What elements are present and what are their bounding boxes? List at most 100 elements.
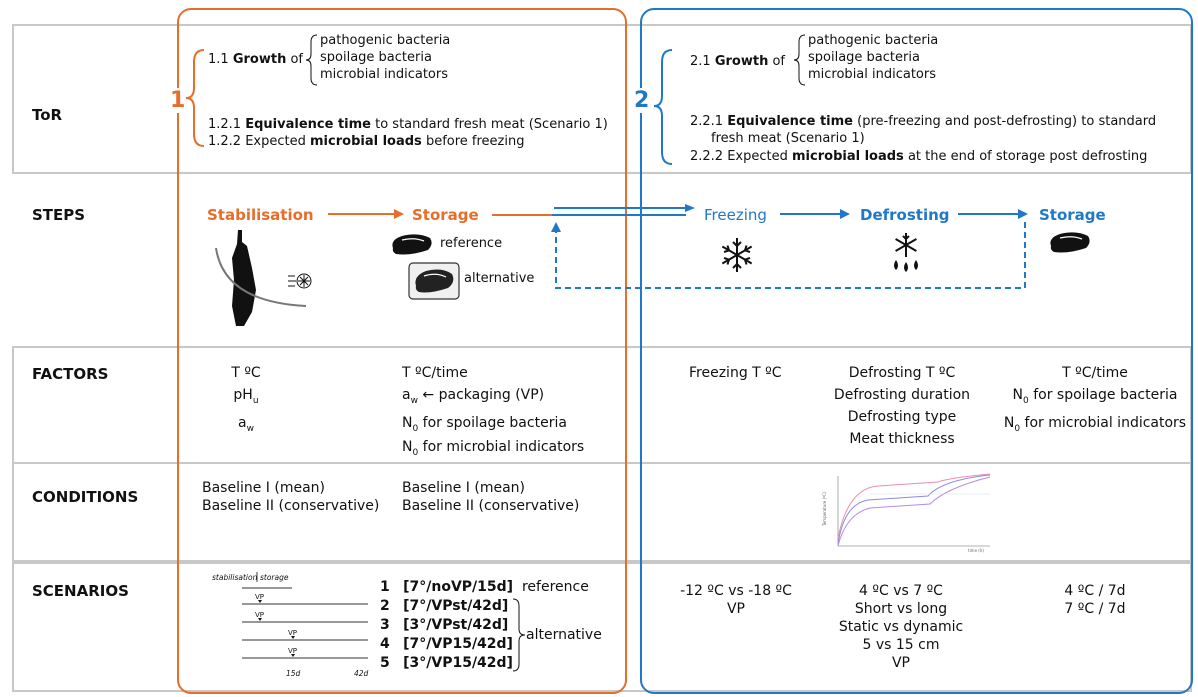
- arrow-freezing-defrosting: [780, 209, 850, 219]
- row-tor-box: [12, 24, 1192, 174]
- p2-equivalence-line-2: fresh meat (Scenario 1): [711, 131, 865, 146]
- panel-1-brace: [186, 49, 205, 147]
- timeline-stabilisation-label: stabilisation: [212, 573, 258, 582]
- scenario-list: 1 [7°/noVP/15d] reference 2 [7°/VPst/42d…: [380, 578, 589, 673]
- meat-reference-icon: [392, 234, 432, 255]
- timeline-tick-15d: 15d: [286, 669, 301, 678]
- chart-ylabel: Temperature (ºC): [822, 491, 827, 527]
- scenario-2: 2 [7°/VPst/42d]: [380, 598, 509, 614]
- step-stabilisation: Stabilisation: [207, 206, 314, 224]
- p2-scenarios-freezing: -12 ºC vs -18 ºC VP: [666, 582, 806, 618]
- scenario-3: 3 [3°/VPst/42d]: [380, 617, 509, 633]
- scenario-1: 1 [7°/noVP/15d] reference: [380, 579, 589, 595]
- factor-n0-indicators: N0 for microbial indicators: [402, 438, 585, 458]
- arrow-defrosting-storage: [958, 209, 1028, 219]
- p2-growth-line: 2.1 Growth of: [690, 54, 785, 69]
- panel-2-frame: [640, 8, 1193, 694]
- scenario-defrost-duration: Short vs long: [854, 601, 948, 617]
- defrost-icon: [894, 233, 918, 272]
- p2-factors-defrosting: Defrosting T ºC Defrosting duration Defr…: [828, 364, 976, 448]
- p1-loads-line: 1.2.2 Expected microbial loads before fr…: [208, 134, 525, 149]
- row-label-scenarios: SCENARIOS: [32, 582, 129, 600]
- p2-growth-item-3: microbial indicators: [808, 67, 937, 82]
- factor-aw-packaging: aw ← packaging (VP): [402, 387, 545, 406]
- factor-defrost-type: Defrosting type: [847, 409, 957, 425]
- scenario-timeline-diagram: stabilisation storage VP VP VP VP 15d 42…: [212, 572, 369, 678]
- p1-growth-item-1: pathogenic bacteria: [320, 33, 451, 48]
- condition-baseline-1: Baseline I (mean): [202, 480, 326, 496]
- row-conditions-box: [12, 462, 1192, 562]
- factor-storage-n0-spoilage: N0 for spoilage bacteria: [1012, 387, 1178, 406]
- row-label-steps: STEPS: [32, 206, 86, 224]
- step-storage-1: Storage: [412, 206, 479, 224]
- timeline-vp-5: VP: [288, 647, 297, 655]
- factor-temp-time: T ºC/time: [402, 365, 468, 381]
- arrow-stabilisation-storage: [328, 209, 404, 219]
- alternative-brace: [512, 598, 526, 672]
- timeline-vp-4: VP: [288, 629, 297, 637]
- label-reference: reference: [440, 236, 503, 251]
- scenario-defrost-type: Static vs dynamic: [838, 619, 964, 635]
- p2-scenarios-storage: 4 ºC / 7d 7 ºC / 7d: [1020, 582, 1170, 618]
- factor-defrost-temp: Defrosting T ºC: [848, 365, 956, 381]
- row-factors-box: [12, 346, 1192, 464]
- factor-meat-thickness: Meat thickness: [849, 431, 955, 447]
- p2-equivalence-line: 2.2.1 Equivalence time (pre-freezing and…: [690, 114, 1157, 129]
- factor-storage-temp-time: T ºC/time: [1062, 365, 1128, 381]
- chilling-fan-icon: [288, 273, 312, 289]
- scenario-alternative-label: alternative: [526, 627, 602, 643]
- factor-ph: pHu: [233, 387, 259, 406]
- scenario-5: 5 [3°/VP15/42d]: [380, 655, 513, 671]
- chart-xlabel: time (h): [968, 548, 984, 553]
- p2-scenarios-defrosting: 4 ºC vs 7 ºC Short vs long Static vs dyn…: [826, 582, 976, 672]
- condition-baseline-2b: Baseline II (conservative): [402, 498, 580, 514]
- scenario-storage-7c: 7 ºC / 7d: [1064, 601, 1126, 617]
- step-storage-2: Storage: [1039, 206, 1106, 224]
- panel-1-number: 1: [168, 88, 188, 113]
- scenario-defrost-thickness: 5 vs 15 cm: [862, 637, 940, 653]
- scenario-freezing-vp: VP: [726, 601, 746, 617]
- meat-storage-icon: [1050, 232, 1090, 253]
- p2-growth-item-2: spoilage bacteria: [808, 50, 920, 65]
- carcass-curve-icon: [215, 230, 307, 326]
- p2-loads-line: 2.2.2 Expected microbial loads at the en…: [690, 149, 1148, 164]
- timeline-storage-label: storage: [260, 573, 289, 582]
- step-defrosting: Defrosting: [860, 206, 950, 224]
- arrow-storage-freezing: [492, 204, 695, 216]
- row-label-factors: FACTORS: [32, 365, 109, 383]
- scenario-defrost-vp: VP: [891, 655, 911, 671]
- row-label-conditions: CONDITIONS: [32, 488, 139, 506]
- factor-temp: T ºC: [231, 365, 261, 381]
- step-freezing: Freezing: [704, 206, 767, 224]
- scenario-storage-4c: 4 ºC / 7d: [1064, 583, 1126, 599]
- p1-growth-item-2: spoilage bacteria: [320, 50, 432, 65]
- p2-growth-item-1: pathogenic bacteria: [808, 33, 939, 48]
- row-scenarios-box: [12, 562, 1192, 692]
- p1-growth-line: 1.1 Growth of: [208, 52, 303, 67]
- scenario-freezing-temps: -12 ºC vs -18 ºC: [680, 583, 792, 599]
- factor-n0-spoilage: N0 for spoilage bacteria: [402, 414, 567, 434]
- row-label-tor: ToR: [32, 106, 63, 124]
- timeline-vp-3: VP: [255, 611, 264, 619]
- scenario-4: 4 [7°/VP15/42d]: [380, 636, 513, 652]
- p1-conditions-col2: Baseline I (mean) Baseline II (conservat…: [402, 479, 579, 515]
- p1-conditions-col1: Baseline I (mean) Baseline II (conservat…: [202, 479, 379, 515]
- p1-factors-col2: T ºC/time aw ← packaging (VP) N0 for spo…: [402, 364, 584, 461]
- p2-growth-brace: [793, 34, 806, 86]
- panel-2-brace: [654, 49, 673, 165]
- p1-growth-item-3: microbial indicators: [320, 67, 449, 82]
- timeline-vp-2: VP: [255, 593, 264, 601]
- thawing-curves-chart: Temperature (ºC) time (h): [822, 473, 991, 553]
- meat-vacuum-pack-icon: [408, 262, 460, 300]
- panel-1-frame: [177, 8, 627, 694]
- scenario-defrost-temps: 4 ºC vs 7 ºC: [859, 583, 943, 599]
- panel-2-number: 2: [632, 88, 652, 113]
- p2-factors-storage: T ºC/time N0 for spoilage bacteria N0 fo…: [1000, 364, 1190, 438]
- factor-aw: aw: [238, 414, 254, 434]
- condition-baseline-1b: Baseline I (mean): [402, 480, 526, 496]
- p1-equivalence-line: 1.2.1 Equivalence time to standard fresh…: [208, 117, 608, 132]
- p1-factors-col1: T ºC pHu aw: [216, 364, 276, 438]
- condition-baseline-2: Baseline II (conservative): [202, 498, 380, 514]
- p1-growth-brace: [305, 34, 318, 86]
- p2-factors-freezing: Freezing T ºC: [689, 365, 782, 381]
